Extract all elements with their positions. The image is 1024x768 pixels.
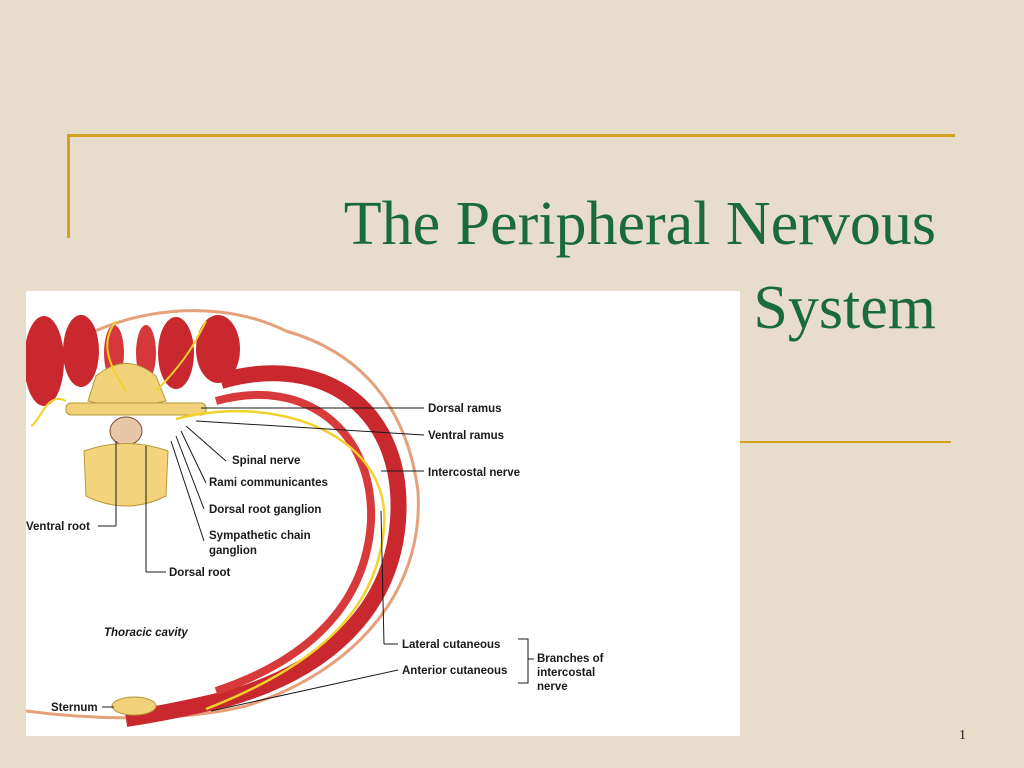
label-branches-line3: nerve: [537, 681, 568, 693]
dorsal-ramus-path: [155, 320, 207, 392]
label-spinal-nerve: Spinal nerve: [232, 455, 300, 467]
title-rule-left: [67, 134, 70, 238]
label-dorsal-root: Dorsal root: [169, 567, 231, 579]
label-sympathetic-chain-ganglion: ganglion: [209, 545, 257, 557]
slide-number: 1: [959, 728, 966, 743]
body-outline: [26, 309, 420, 720]
transverse-process: [65, 402, 207, 416]
back-muscle: [26, 316, 64, 406]
thoracic-nerve-diagram: Dorsal ramus Ventral ramus Spinal nerve …: [26, 309, 604, 727]
label-branches-line2: intercostal: [537, 667, 595, 679]
title-rule-top: [67, 134, 955, 137]
intercostal-nerve-path: [175, 410, 386, 711]
slide-title: The Peripheral Nervous System: [236, 182, 936, 350]
label-rami-communicantes: Rami communicantes: [209, 477, 328, 489]
vertebral-arch: [87, 363, 167, 407]
label-thoracic-cavity: Thoracic cavity: [104, 627, 188, 639]
slide-title-line2: System: [753, 274, 936, 342]
label-dorsal-root-ganglion: Dorsal root ganglion: [209, 504, 321, 516]
vertebral-body: [83, 443, 169, 507]
label-ventral-root: Ventral root: [26, 521, 90, 533]
rib-muscle: [124, 365, 407, 727]
back-muscle: [158, 317, 194, 389]
label-dorsal-ramus: Dorsal ramus: [428, 403, 502, 415]
spinal-cord: [109, 416, 143, 446]
label-intercostal-nerve: Intercostal nerve: [428, 467, 520, 479]
title-rule-bottom: [625, 441, 951, 443]
nerve-branch: [30, 398, 67, 427]
anatomy-figure: Dorsal ramus Ventral ramus Spinal nerve …: [26, 291, 740, 736]
label-sternum: Sternum: [51, 702, 98, 714]
label-ventral-ramus: Ventral ramus: [428, 430, 504, 442]
label-branches-line1: Branches of: [537, 653, 604, 665]
back-muscle: [63, 315, 99, 387]
slide-title-line1: The Peripheral Nervous: [343, 190, 936, 258]
sternum-bone: [111, 696, 157, 716]
label-anterior-cutaneous: Anterior cutaneous: [402, 665, 507, 677]
back-muscle: [196, 315, 240, 383]
label-lateral-cutaneous: Lateral cutaneous: [402, 639, 500, 651]
dorsal-ramus-path: [106, 320, 127, 392]
leader-lines: [98, 407, 534, 712]
label-sympathetic-chain: Sympathetic chain: [209, 530, 311, 542]
rib-muscle-inner: [214, 390, 376, 695]
